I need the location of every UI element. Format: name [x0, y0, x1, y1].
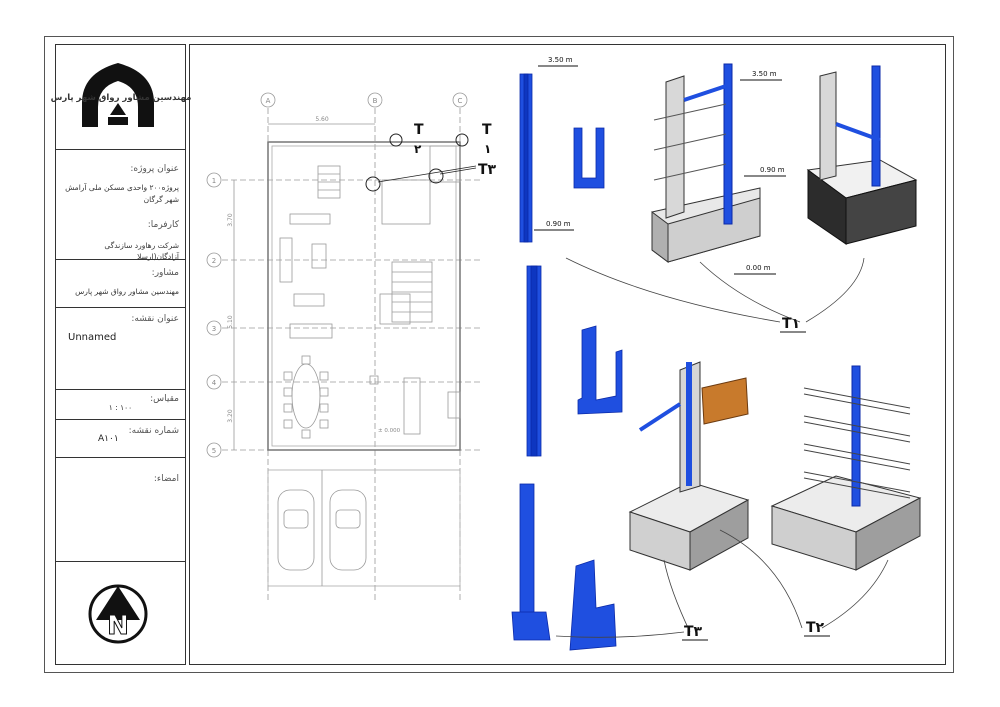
t1b-concrete-column — [819, 71, 837, 181]
project-section: عنوان پروژه: پروژه۲۰۰ واحدی مسکن ملی آرا… — [56, 149, 185, 261]
grid-label-1: 1 — [212, 177, 216, 185]
consultant-label: مشاور: — [151, 268, 179, 278]
grid-bubble-b — [367, 92, 383, 108]
plan-dining-table — [291, 363, 321, 429]
elev-350-b: 3.50 m — [752, 70, 777, 78]
callout-t1: T۱ — [782, 316, 800, 332]
plan-bath — [429, 145, 461, 183]
plan-outer-wall — [267, 141, 461, 451]
elev-090-b: 0.90 m — [760, 166, 785, 174]
north-arrow-icon: N — [88, 584, 148, 644]
elev-090-a: 0.90 m — [546, 220, 571, 228]
grid-bubble-1 — [206, 172, 222, 188]
callout-t2: T۲ — [806, 620, 825, 636]
grid-label-4: 4 — [212, 379, 217, 387]
grid-bubble-4 — [206, 374, 222, 390]
consultant-section: مشاور: مهندسین مشاور رواق شهر پارس — [56, 259, 185, 307]
north-section: N — [56, 561, 185, 666]
plan-inner-wall — [271, 145, 457, 447]
section-tag-t3: T۳ — [478, 162, 497, 178]
column-t1-base-detail — [573, 127, 605, 189]
plan-kitchen-island — [403, 377, 421, 435]
sheet-number-value: A۱۰۱ — [98, 434, 119, 444]
grid-bubble-c — [452, 92, 468, 108]
project-label: عنوان پروژه: — [130, 164, 179, 174]
dim-top: 5.60 — [315, 116, 329, 123]
plan-coffee-table — [311, 243, 327, 269]
signature-section: امضاء: — [56, 457, 185, 561]
scale-value: ۱ : ۱۰۰ — [108, 403, 133, 412]
elev-350-a: 3.50 m — [548, 56, 573, 64]
project-value-1: پروژه۲۰۰ واحدی مسکن ملی آرامش — [65, 183, 179, 192]
scale-section: مقیاس: ۱ : ۱۰۰ — [56, 389, 185, 419]
plan-sofa-side — [279, 237, 293, 283]
plan-car-2 — [329, 489, 367, 571]
project-value-2: شهر گرگان — [143, 195, 179, 204]
steel-details — [511, 73, 623, 651]
grid-label-5: 5 — [212, 447, 216, 455]
section-tag-t-a: T — [414, 122, 424, 138]
plan-wc — [379, 293, 411, 325]
employer-label: کارفرما: — [147, 220, 179, 230]
firm-name: مهندسین مشاور رواق شهر پارس — [50, 93, 192, 103]
sheet-number-label: شماره نقشه: — [128, 426, 179, 436]
elev-000: 0.00 m — [746, 264, 771, 272]
plan-console — [289, 323, 333, 339]
grid-label-b: B — [373, 97, 378, 105]
grid-label-a: A — [266, 97, 271, 105]
column-t3-base-detail — [569, 559, 617, 651]
callout-arrows — [555, 257, 889, 638]
section-tag-t-b: T — [482, 122, 492, 138]
grid-bubble-5 — [206, 442, 222, 458]
t2-steel-column — [851, 365, 861, 507]
t3-formwork-panel — [701, 377, 749, 425]
isometric-details — [628, 63, 922, 571]
firm-logo: مهندسین مشاور رواق شهر پارس — [51, 45, 191, 149]
plan-kitchen-counter — [447, 391, 461, 419]
dim-left-3: 3.20 — [227, 409, 234, 423]
scale-label: مقیاس: — [150, 394, 179, 404]
t1-concrete-column — [665, 75, 685, 219]
title-block: مهندسین مشاور رواق شهر پارس عنوان پروژه:… — [51, 44, 191, 666]
section-tag-2: ۲ — [414, 142, 422, 156]
grid-bubble-2 — [206, 252, 222, 268]
plan-car-1 — [277, 489, 315, 571]
employer-value: شرکت رهاورد سازندگی آزادگان(ارسلا — [104, 241, 179, 261]
column-t3-elevation — [519, 483, 535, 615]
firm-logo-mark — [82, 63, 154, 127]
floor-plan — [206, 92, 480, 600]
grid-bubble-a — [260, 92, 276, 108]
plan-parking — [267, 469, 461, 587]
sheet-title-value: Unnamed — [68, 332, 117, 343]
grid-label-2: 2 — [212, 257, 216, 265]
sheet-number-section: شماره نقشه: A۱۰۱ — [56, 419, 185, 457]
callout-labels: T۱ T۲ T۳ — [682, 316, 830, 641]
sheet-title-section: عنوان نقشه: Unnamed — [56, 307, 185, 389]
section-markers: T ۲ T ۱ T۳ — [365, 122, 497, 192]
drawing-area — [189, 44, 946, 665]
section-tag-1: ۱ — [484, 142, 491, 156]
sheet-title-label: عنوان نقشه: — [131, 314, 179, 324]
t2-truss-joists — [803, 387, 911, 499]
callout-t3: T۳ — [684, 624, 703, 640]
grid-label-3: 3 — [212, 325, 216, 333]
dim-left-1: 3.70 — [227, 213, 234, 227]
grid-bubble-3 — [206, 320, 222, 336]
plan-labels: A B C 1 2 3 4 5 5.60 3.70 5.10 3.20 ± 0.… — [212, 97, 463, 455]
consultant-value: مهندسین مشاور رواق شهر پارس — [75, 287, 179, 296]
dim-left-2: 5.10 — [227, 315, 234, 329]
plan-sofa-2 — [293, 293, 325, 307]
column-t2-base-detail — [577, 325, 623, 415]
sheet-border — [44, 36, 954, 673]
plan-sofa — [289, 213, 331, 225]
elevation-tags: 3.50 m 0.90 m 3.50 m 0.90 m 0.00 m — [534, 56, 786, 275]
grid-label-c: C — [458, 97, 463, 105]
north-letter: N — [107, 611, 129, 641]
signature-label: امضاء: — [153, 474, 179, 484]
level-note: ± 0.000 — [378, 428, 401, 434]
plan-bed — [381, 179, 431, 225]
